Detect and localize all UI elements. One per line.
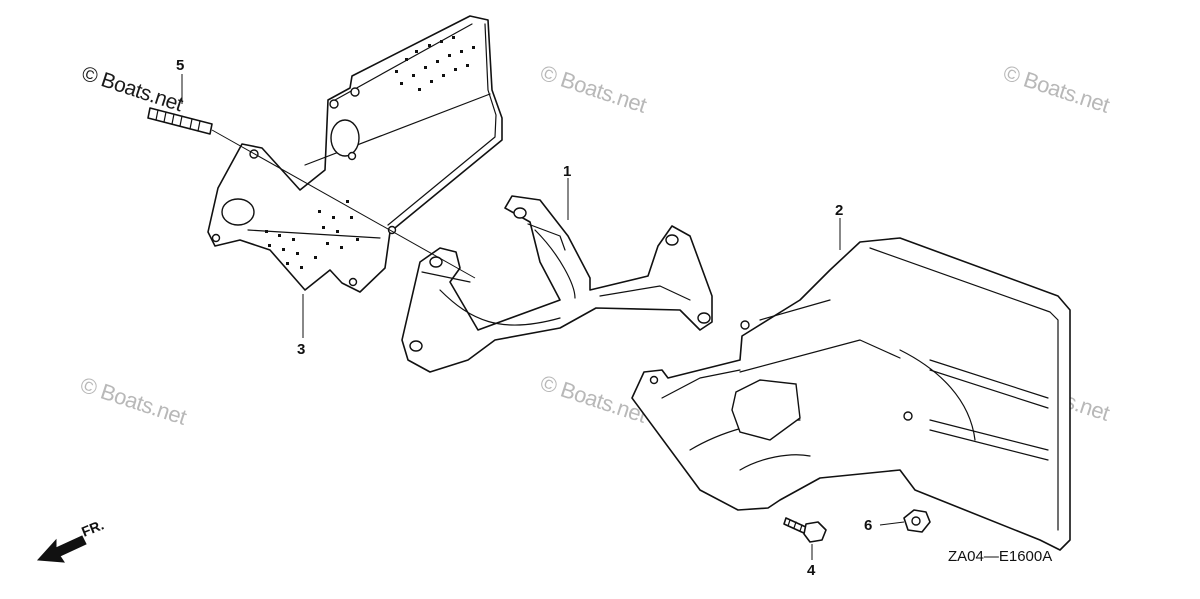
- louver-pattern: [265, 36, 475, 269]
- callout-3: 3: [297, 341, 305, 358]
- muffler-protector[interactable]: [631, 237, 1071, 551]
- callout-2: 2: [835, 202, 843, 219]
- manifold-protector[interactable]: [207, 15, 503, 293]
- callout-5: 5: [176, 57, 184, 74]
- flange-nut[interactable]: [903, 509, 931, 533]
- exhaust-manifold[interactable]: [401, 195, 713, 373]
- diagram-code: ZA04—E1600A: [948, 548, 1052, 565]
- flange-bolt[interactable]: [783, 517, 827, 543]
- stud-bolt[interactable]: [147, 107, 213, 135]
- callout-4: 4: [807, 562, 816, 579]
- callout-6: 6: [864, 517, 872, 534]
- callout-1: 1: [563, 163, 571, 180]
- front-direction-label: FR.: [79, 516, 106, 539]
- front-direction-arrow-icon: [36, 535, 87, 563]
